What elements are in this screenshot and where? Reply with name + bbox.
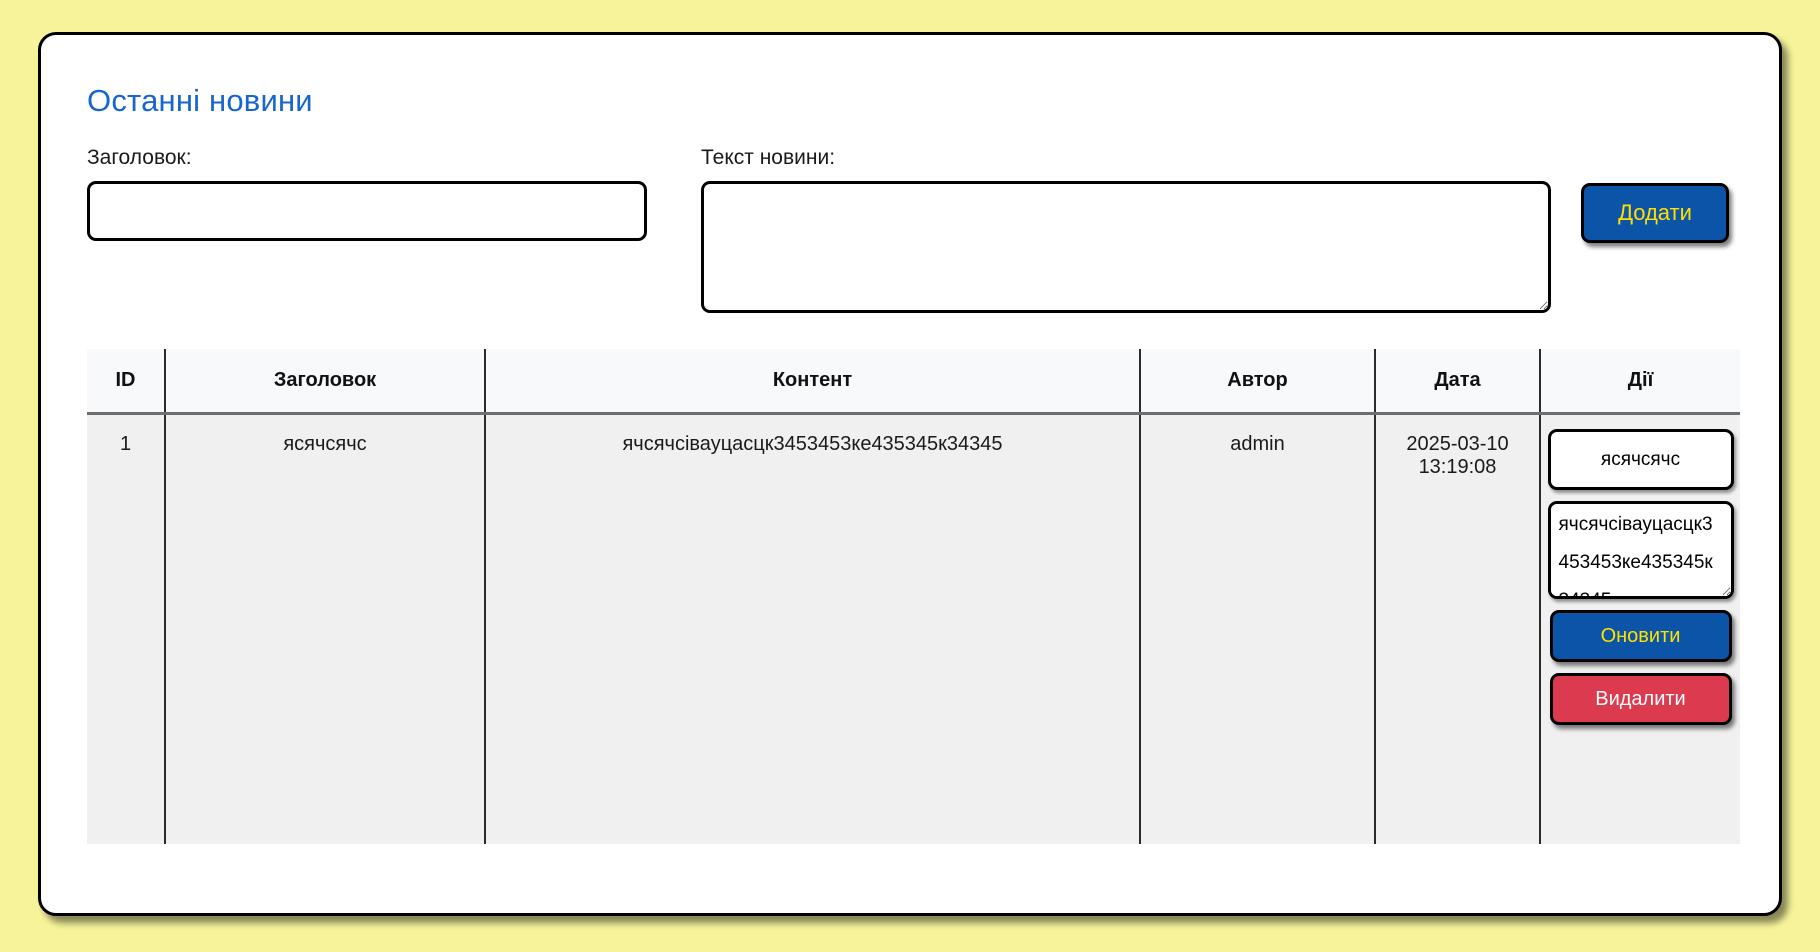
title-field-group: Заголовок: (87, 147, 647, 241)
page-title: Останні новини (87, 83, 313, 118)
cell-id: 1 (87, 413, 166, 844)
cell-author: admin (1140, 413, 1376, 844)
edit-body-textarea[interactable] (1547, 501, 1734, 599)
edit-title-input[interactable] (1547, 429, 1734, 490)
delete-row-button[interactable]: Видалити (1549, 673, 1732, 725)
body-field-group: Текст новини: (701, 147, 1551, 313)
table-header-row: ID Заголовок Контент Автор Дата Дії (87, 349, 1740, 415)
news-table-wrap: ID Заголовок Контент Автор Дата Дії 1 яс… (83, 349, 1740, 844)
add-news-button[interactable]: Додати (1581, 183, 1729, 243)
column-header-title: Заголовок (165, 349, 486, 415)
news-table: ID Заголовок Контент Автор Дата Дії 1 яс… (87, 349, 1740, 844)
add-news-form: Заголовок: Текст новини: Додати (83, 147, 1737, 313)
row-actions: Оновити Видалити (1547, 429, 1734, 725)
news-title-input[interactable] (87, 181, 647, 241)
news-card: Останні новини Заголовок: Текст новини: … (38, 32, 1782, 916)
title-field-label: Заголовок: (87, 146, 192, 169)
cell-actions: Оновити Видалити (1540, 413, 1740, 844)
column-header-id: ID (87, 349, 166, 415)
column-header-content: Контент (485, 349, 1141, 415)
column-header-actions: Дії (1540, 349, 1740, 415)
cell-title: ясячсячс (165, 413, 486, 844)
table-row: 1 ясячсячс ячсячсівауцасцк3453453ке43534… (87, 413, 1740, 844)
add-button-wrap: Додати (1581, 147, 1729, 243)
cell-date: 2025-03-10 13:19:08 (1375, 413, 1541, 844)
cell-content: ячсячсівауцасцк3453453ке435345к34345 (485, 413, 1141, 844)
news-body-textarea[interactable] (701, 181, 1551, 313)
body-field-label: Текст новини: (701, 146, 836, 169)
update-row-button[interactable]: Оновити (1549, 610, 1732, 662)
column-header-date: Дата (1375, 349, 1541, 415)
column-header-author: Автор (1140, 349, 1376, 415)
